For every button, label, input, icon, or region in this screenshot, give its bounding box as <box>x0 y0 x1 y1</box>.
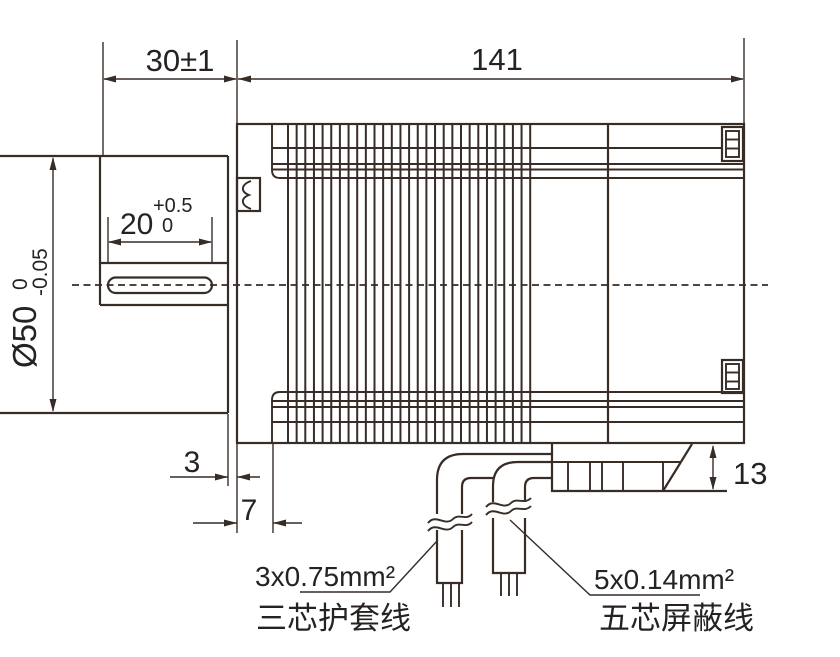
dim-shaft-diameter: Ø50 <box>6 306 43 368</box>
break-symbol <box>485 497 532 516</box>
cable1-name-label: 三芯护套线 <box>256 601 411 636</box>
dim-shaft-length: 30±1 <box>146 43 215 78</box>
cable2-spec-label: 5x0.14mm² <box>594 564 734 595</box>
body-bands <box>271 124 744 443</box>
dim-connector-height: 13 <box>733 456 767 491</box>
terminal-block-bottom <box>720 358 745 395</box>
cable-1 <box>427 452 552 607</box>
terminal-block-top <box>720 125 745 163</box>
leader-lines <box>300 519 700 596</box>
wire-leads <box>500 573 518 596</box>
dim-keyway-tol-upper: +0.5 <box>153 195 192 217</box>
motor-body <box>235 122 746 445</box>
dim-dia-tol-upper: 0 <box>9 278 32 290</box>
dim-body-length: 141 <box>471 42 523 77</box>
cable1-spec-label: 3x0.75mm² <box>255 561 395 592</box>
cable2-name-label: 五芯屏蔽线 <box>599 601 754 636</box>
break-symbol <box>427 513 473 532</box>
bottom-connector-housing <box>550 443 727 493</box>
wire-leads <box>442 583 460 607</box>
dim-pilot-length: 7 <box>241 494 258 527</box>
dim-shaft-diameter-group: Ø50 0 -0.05 <box>6 248 52 368</box>
cable-2 <box>485 460 552 596</box>
dim-dia-tol-lower: -0.05 <box>29 248 52 296</box>
cable-grommet <box>235 176 262 213</box>
cooling-fins <box>287 124 532 443</box>
extension-lines <box>102 38 745 533</box>
dim-keyway-tol-lower: 0 <box>162 215 173 237</box>
dim-keyway-length: 20 <box>120 208 153 241</box>
dimension-lines <box>49 75 744 527</box>
dim-flange-thickness: 3 <box>184 446 201 479</box>
